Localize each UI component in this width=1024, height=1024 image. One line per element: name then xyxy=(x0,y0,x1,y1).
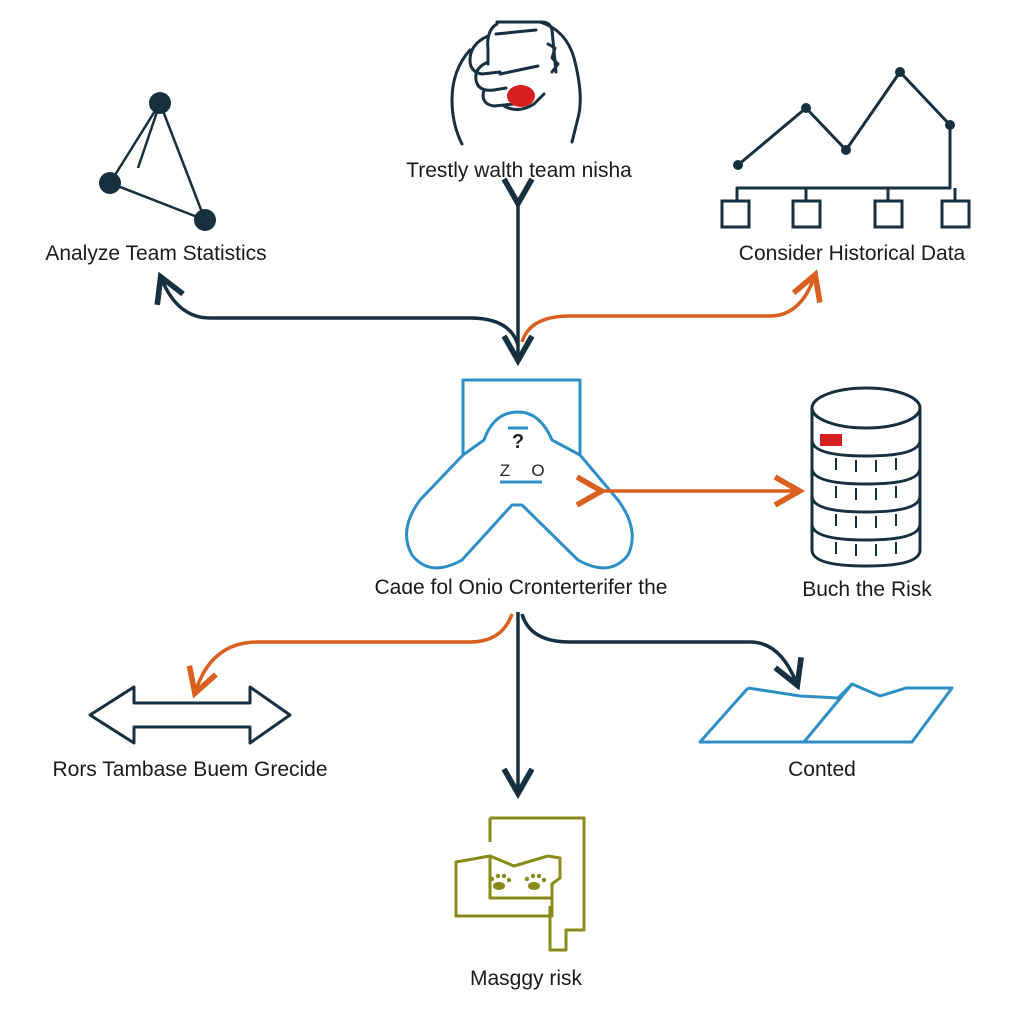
hand-holding-phone-icon xyxy=(450,20,582,146)
double-arrow-icon xyxy=(88,685,292,745)
label-consider-historical-data: Consider Historical Data xyxy=(738,242,966,265)
paw-prints-icon xyxy=(489,873,547,890)
game-controller-icon xyxy=(405,378,634,570)
label-buch-the-risk: Buch the Risk xyxy=(802,578,932,601)
arrow-to-analyze-team-statistics xyxy=(154,271,520,346)
label-masgy-risk: Masgɡy risk xyxy=(469,967,583,990)
database-icon xyxy=(810,386,922,568)
arrow-to-rors-tambase xyxy=(186,613,514,699)
terrain-map-icon xyxy=(698,682,954,744)
database-red-marker xyxy=(820,434,842,446)
red-dot-icon xyxy=(507,85,535,107)
folder-paws-icon xyxy=(454,816,586,952)
label-rors-tambase-buem-grecide: Rors Tambase Buem Grecide xyxy=(52,758,328,781)
label-conted: Conted xyxy=(788,758,856,781)
network-nodes-icon xyxy=(99,92,216,231)
line-chart-icon xyxy=(720,67,971,229)
controller-question-mark: ? xyxy=(512,431,524,453)
label-center-node: Caɑe fol Onio Cronterterifer the xyxy=(374,576,668,599)
arrow-to-conted xyxy=(520,613,804,691)
controller-mark-o: O xyxy=(531,461,544,480)
database-tick-marks xyxy=(835,458,897,556)
arrow-to-consider-historical-data xyxy=(520,269,823,343)
label-analyze-team-statistics: Analyze Team Statistics xyxy=(45,242,267,265)
controller-mark-z: Z xyxy=(500,461,510,480)
label-trestly-walth-team-nisha: Trestly walth team nisha xyxy=(406,159,632,182)
